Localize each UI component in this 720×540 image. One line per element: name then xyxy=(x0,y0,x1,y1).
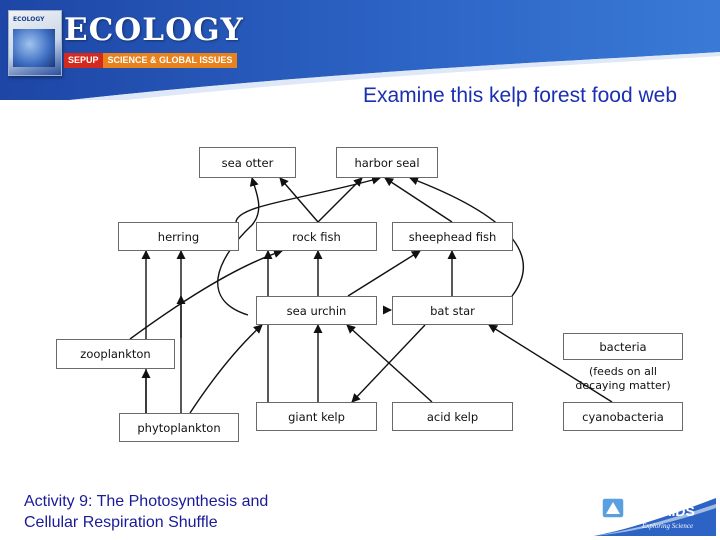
node-bacteria: bacteria xyxy=(563,333,683,360)
arrow-rockfish-to-harborseal xyxy=(317,177,363,223)
arrow-acidkelp-to-seaurchin xyxy=(346,324,433,403)
slide-title: Examine this kelp forest food web xyxy=(363,84,677,107)
arrow-zooplankton-to-rockfish xyxy=(129,249,283,340)
node-sea-otter: sea otter xyxy=(199,147,296,178)
logo-subtitle: SCIENCE & GLOBAL ISSUES xyxy=(102,53,238,68)
node-acid-kelp: acid kelp xyxy=(392,402,513,431)
logo-sepup-badge: SEPUP xyxy=(64,53,103,68)
activity-caption: Activity 9: The Photosynthesis and Cellu… xyxy=(24,491,268,533)
logo-title: ECOLOGY xyxy=(64,12,244,48)
node-cyanobacteria: cyanobacteria xyxy=(563,402,683,431)
arrow-cyanobacteria-to-batstar xyxy=(488,324,613,403)
arrow-herring-to-harborseal xyxy=(235,175,381,223)
node-phytoplankton: phytoplankton xyxy=(119,413,239,442)
logo-subtitle-bar: SEPUP SCIENCE & GLOBAL ISSUES xyxy=(64,53,238,68)
arrow-phytoplankton-to-seaurchin xyxy=(189,324,263,414)
node-sea-urchin: sea urchin xyxy=(256,296,377,325)
node-herring: herring xyxy=(118,222,239,251)
activity-caption-line2: Cellular Respiration Shuffle xyxy=(24,514,218,531)
node-bat-star: bat star xyxy=(392,296,513,325)
bacteria-note-line2: decaying matter) xyxy=(575,379,671,392)
bacteria-note: (feeds on all decaying matter) xyxy=(563,365,683,393)
node-zooplankton: zooplankton xyxy=(56,339,175,369)
arrow-seaurchin-to-seaotter xyxy=(217,177,260,316)
bacteria-note-line1: (feeds on all xyxy=(589,365,657,378)
arrow-sheephead-to-harborseal xyxy=(384,177,453,223)
node-rock-fish: rock fish xyxy=(256,222,377,251)
book-cover-art xyxy=(13,29,55,67)
book-cover-image: ECOLOGY xyxy=(8,10,62,76)
activity-caption-line1: Activity 9: The Photosynthesis and xyxy=(24,493,269,510)
arrow-batstar-to-giantkelp xyxy=(351,324,426,403)
node-giant-kelp: giant kelp xyxy=(256,402,377,431)
ecology-logo: ECOLOGY ECOLOGY SEPUP SCIENCE & GLOBAL I… xyxy=(8,10,243,76)
lab-aids-brand: LAB-AIDS xyxy=(628,503,695,519)
lab-aids-logo: LAB-AIDS Exploring Science xyxy=(594,497,716,536)
node-sheephead-fish: sheephead fish xyxy=(392,222,513,251)
node-harbor-seal: harbor seal xyxy=(336,147,438,178)
arrow-rockfish-to-seaotter xyxy=(279,177,319,223)
lab-aids-tagline: Exploring Science xyxy=(641,522,693,530)
arrow-seaurchin-to-sheephead xyxy=(347,250,421,297)
header-background xyxy=(0,0,720,100)
book-cover-label: ECOLOGY xyxy=(13,16,45,23)
